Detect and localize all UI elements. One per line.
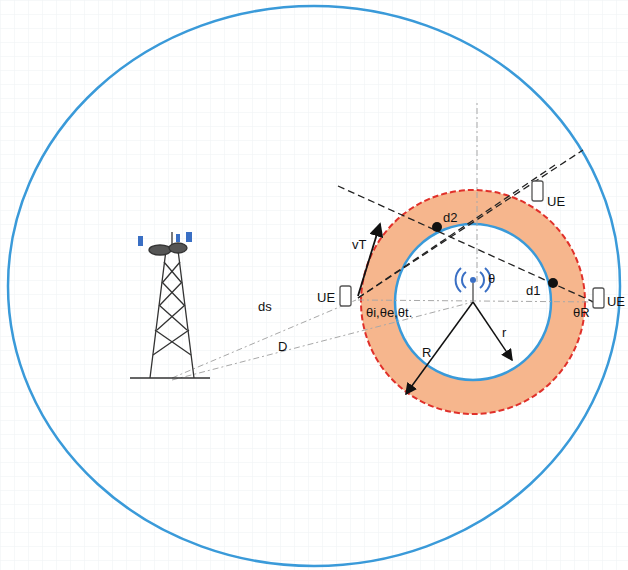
angle-label: θ [488,272,495,285]
intersection-point [432,222,442,232]
macro-tower [130,232,210,378]
small-cell-antenna [456,268,491,302]
macro-cell-boundary [8,6,620,566]
ue-label: UE [607,295,625,308]
distance-label: ds [258,300,272,313]
ds-line [172,300,356,378]
velocity-arrow [358,224,380,296]
angle-label: θR [573,306,590,319]
ue-label: UE [547,195,565,208]
phone-icon [340,181,604,308]
r-inner-arrow [473,302,512,360]
r-outer-arrow [406,302,473,394]
radius-label: R [422,346,431,359]
ue-label: UE [317,291,335,304]
d-line [172,302,473,380]
horizontal-guide [358,300,598,302]
angle-label: θi,θe,θt. [366,306,412,319]
radius-label: r [502,326,506,339]
distance-label: D [278,340,287,353]
velocity-label: vT [352,238,366,251]
vertical-guide [477,100,478,282]
intersection-point [548,278,558,288]
annulus-region [361,190,585,414]
trajectory-line [358,150,583,298]
chord-line [338,186,598,304]
point-label: d1 [526,284,540,297]
outer-radius-circle [361,190,585,414]
point-label: d2 [443,211,457,224]
